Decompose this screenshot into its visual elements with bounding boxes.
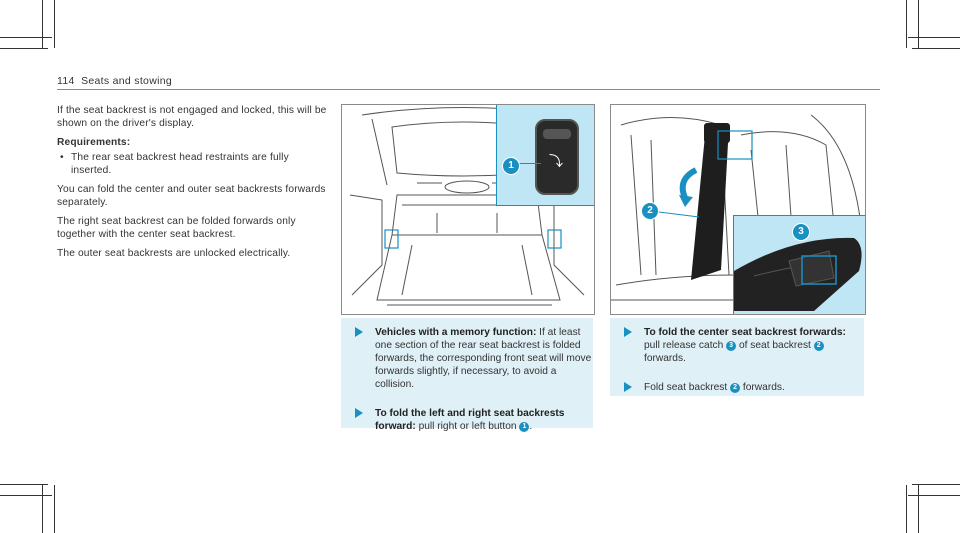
seat-fold-icon: ⤵ xyxy=(549,153,563,169)
callout-ref-3: 3 xyxy=(726,341,737,351)
callout-1: 1 xyxy=(502,157,520,175)
step-arrow-icon xyxy=(624,382,632,392)
intro-paragraph: You can fold the center and outer seat b… xyxy=(57,184,326,208)
step-text: If at least one section of the rear seat… xyxy=(375,327,592,390)
crop-mark xyxy=(0,484,48,485)
intro-column: If the seat backrest is not engaged and … xyxy=(57,104,329,266)
figure-center-backrest: 2 3 xyxy=(610,104,866,315)
step-text: pull right or left button xyxy=(415,421,520,432)
release-button-illustration: ⤵ xyxy=(535,119,579,195)
crop-mark xyxy=(54,0,55,48)
crop-mark xyxy=(42,0,43,48)
header-rule xyxy=(57,89,880,90)
crop-mark xyxy=(908,495,960,496)
page-header: 114 Seats and stowing xyxy=(57,75,172,87)
instruction-panel-left: Vehicles with a memory function: If at l… xyxy=(341,318,593,432)
step-arrow-icon xyxy=(624,327,632,337)
callout-ref-2: 2 xyxy=(813,341,824,351)
crop-mark xyxy=(0,48,48,49)
figure-cargo-area: ⤵ 1 xyxy=(341,104,595,315)
instruction-panel-right: To fold the center seat backrest forward… xyxy=(610,318,864,396)
callout-ref-2: 2 xyxy=(730,383,741,393)
step-fold-backrest: Fold seat backrest 2 forwards. xyxy=(610,381,864,394)
step-arrow-icon xyxy=(355,408,363,418)
step-text: . xyxy=(529,421,533,432)
intro-paragraph: The outer seat backrests are unlocked el… xyxy=(57,248,291,259)
crop-mark xyxy=(0,495,52,496)
release-catch-illustration xyxy=(734,237,862,311)
step-arrow-icon xyxy=(355,327,363,337)
crop-mark xyxy=(906,485,907,533)
section-title: Seats and stowing xyxy=(81,75,172,87)
step-fold-center: To fold the center seat backrest forward… xyxy=(610,326,864,365)
step-text: of seat backrest xyxy=(736,340,814,351)
step-title: To fold the left and right seat backrest… xyxy=(375,408,565,432)
button-inset: ⤵ xyxy=(496,105,594,206)
callout-3: 3 xyxy=(792,223,810,241)
step-text: forwards. xyxy=(644,353,686,364)
step-title: To fold the center seat backrest forward… xyxy=(644,327,846,338)
callout-2: 2 xyxy=(641,202,659,220)
step-text: pull release catch xyxy=(644,340,727,351)
crop-mark xyxy=(54,485,55,533)
step-title: Vehicles with a memory function: xyxy=(375,327,537,338)
step-memory-function: Vehicles with a memory function: If at l… xyxy=(341,326,593,391)
requirements-heading: Requirements: xyxy=(57,137,131,148)
intro-paragraph: The right seat backrest can be folded fo… xyxy=(57,216,296,240)
requirement-item: The rear seat backrest head restraints a… xyxy=(57,151,329,177)
crop-mark xyxy=(0,37,52,38)
crop-mark xyxy=(912,48,960,49)
step-text: Fold seat backrest xyxy=(644,382,731,393)
callout-ref-1: 1 xyxy=(519,422,530,432)
crop-mark xyxy=(912,484,960,485)
crop-mark xyxy=(918,485,919,533)
step-fold-outer: To fold the left and right seat backrest… xyxy=(341,407,593,433)
intro-paragraph: If the seat backrest is not engaged and … xyxy=(57,105,327,129)
page-number: 114 xyxy=(57,75,75,87)
crop-mark xyxy=(908,37,960,38)
crop-mark xyxy=(906,0,907,48)
step-text: forwards. xyxy=(740,382,785,393)
crop-mark xyxy=(918,0,919,48)
crop-mark xyxy=(42,485,43,533)
